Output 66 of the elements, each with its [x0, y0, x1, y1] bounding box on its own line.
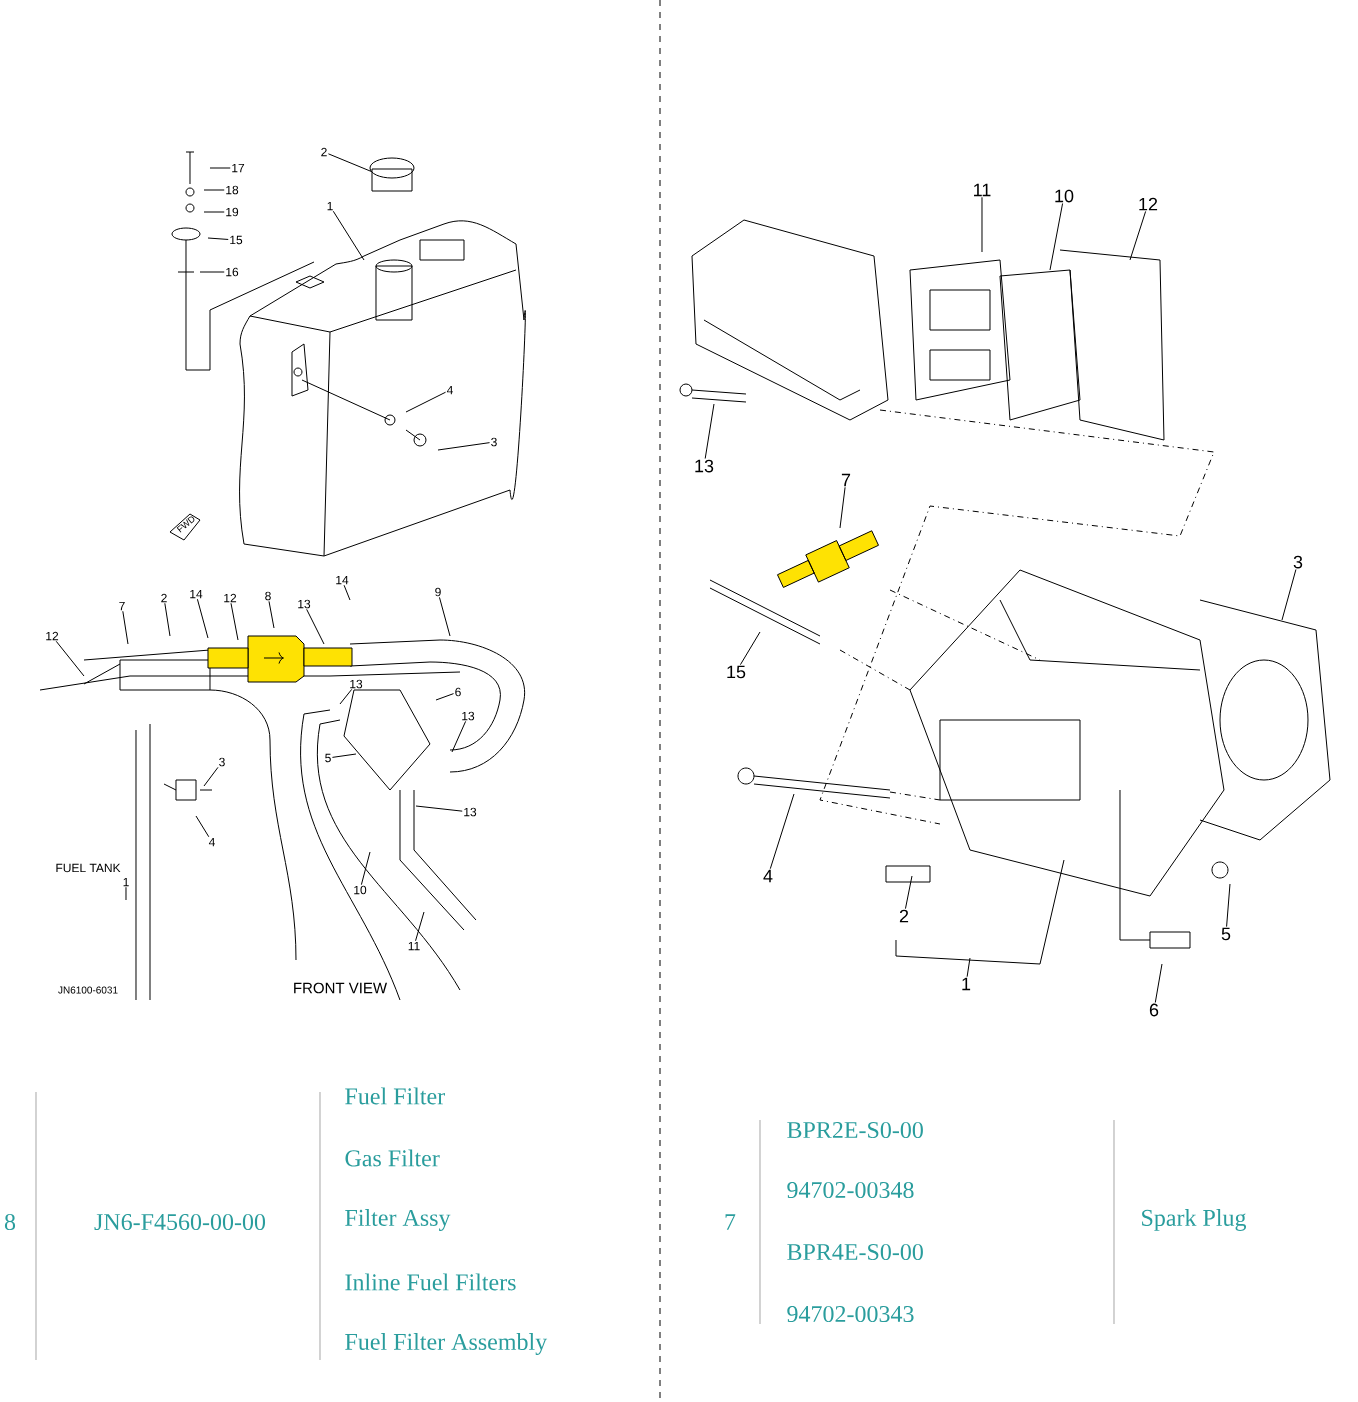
leader-line — [1226, 883, 1231, 928]
callout-number: 10 — [1053, 189, 1075, 203]
callout-number: 2 — [898, 909, 910, 923]
filler-cap-drawing — [369, 157, 415, 192]
table-cell: Gas Filter — [345, 1149, 440, 1167]
table-cell: 7 — [725, 1214, 736, 1230]
leader-line — [125, 886, 127, 901]
table-cell: Fuel Filter Assembly — [345, 1333, 548, 1355]
leader-line — [360, 851, 371, 886]
leader-line — [1281, 569, 1297, 621]
leader-line — [739, 631, 761, 666]
leader-line — [164, 602, 171, 637]
leader-line — [203, 189, 225, 191]
callout-number: 5 — [1220, 927, 1232, 941]
table-cell: 8 — [4, 1213, 16, 1231]
leader-line — [904, 875, 913, 910]
leader-line — [981, 196, 983, 253]
leader-line — [451, 720, 467, 753]
callout-number: 15 — [725, 665, 747, 679]
leader-line — [839, 486, 846, 529]
leader-line — [199, 271, 225, 273]
leader-line — [196, 598, 209, 639]
leader-line — [306, 608, 325, 645]
leader-line — [268, 600, 275, 629]
leader-line — [55, 640, 85, 677]
callout-number: 3 — [1292, 555, 1304, 569]
table-cell: BPR4E-S0-00 — [787, 1243, 923, 1261]
callout-number: 4 — [762, 869, 774, 883]
table-cell: JN6-F4560-00-00 — [94, 1213, 266, 1231]
table-cell: BPR2E-S0-00 — [787, 1121, 923, 1139]
leader-line — [405, 391, 447, 413]
leader-line — [230, 602, 239, 641]
leader-line — [339, 688, 353, 705]
leader-line — [415, 911, 425, 942]
leader-line — [437, 442, 491, 451]
callout-number: 7 — [840, 473, 852, 487]
leader-line — [1154, 963, 1163, 1004]
leader-line — [209, 167, 231, 169]
leader-line — [1129, 210, 1147, 261]
leader-line — [438, 596, 451, 637]
table-cell: 94702-00343 — [787, 1305, 914, 1323]
callout-number: 6 — [1148, 1003, 1160, 1017]
callout-number: 11 — [972, 183, 992, 197]
callout-number: 12 — [1137, 197, 1159, 211]
leader-line — [122, 610, 129, 645]
table-cell: Fuel Filter — [345, 1087, 445, 1105]
table-cell: 94702-00348 — [787, 1181, 914, 1199]
leader-line — [203, 211, 225, 213]
leader-line — [327, 153, 372, 173]
leader-line — [195, 815, 210, 838]
leader-line — [203, 766, 219, 787]
leader-line — [332, 210, 365, 261]
table-cell: Spark Plug — [1142, 1209, 1247, 1231]
leader-line — [343, 584, 351, 601]
leader-line — [331, 753, 357, 758]
table-cell: Inline Fuel Filters — [345, 1273, 516, 1291]
callout-number: 1 — [960, 977, 972, 991]
leader-line — [704, 403, 715, 460]
leader-line — [435, 693, 455, 701]
callout-number: 13 — [693, 459, 715, 473]
leader-line — [415, 805, 463, 812]
leader-line — [1049, 203, 1064, 271]
leader-line — [207, 237, 229, 240]
leader-line — [769, 793, 795, 870]
leader-line — [966, 957, 971, 978]
table-cell: Filter Assy — [345, 1209, 451, 1231]
